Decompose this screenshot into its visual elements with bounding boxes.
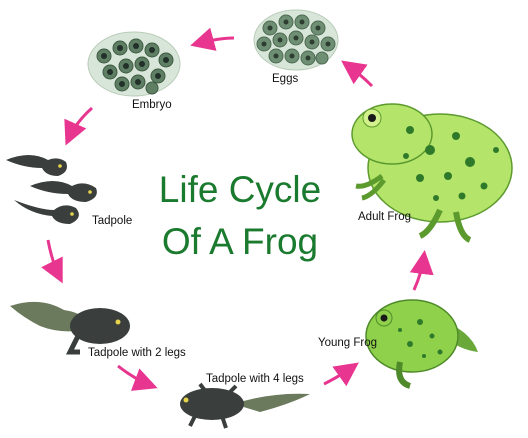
arrow-tadpole-to-tadpole-2-legs — [41, 239, 63, 284]
label-embryo: Embryo — [132, 99, 172, 111]
cycle-arrows — [41, 27, 434, 391]
diagram-title-line-1: Life Cycle — [158, 169, 322, 210]
arrow-embryo-to-tadpole — [64, 106, 93, 146]
eggs-illustration — [253, 9, 339, 71]
label-adult-frog: Adult Frog — [358, 211, 412, 223]
embryo-illustration — [87, 31, 181, 97]
tadpole-2-legs-illustration — [10, 301, 130, 355]
label-eggs: Eggs — [272, 73, 299, 85]
tadpole-4-legs-illustration — [180, 382, 310, 429]
young-frog-illustration — [365, 299, 478, 389]
label-tadpole: Tadpole — [92, 215, 133, 227]
arrow-eggs-to-embryo — [190, 27, 235, 51]
arrow-young-frog-to-adult-frog — [409, 250, 434, 291]
arrow-tadpole-4-legs-to-young-frog — [323, 362, 359, 387]
label-tadpole-4-legs: Tadpole with 4 legs — [206, 373, 304, 385]
label-tadpole-2-legs: Tadpole with 2 legs — [88, 347, 186, 359]
adult-frog-illustration — [351, 103, 513, 243]
label-young-frog: Young Frog — [318, 337, 378, 349]
tadpole-illustration — [6, 155, 97, 224]
arrow-tadpole-2-legs-to-tadpole-4-legs — [117, 364, 158, 391]
diagram-title-line-2: Of A Frog — [161, 221, 319, 262]
arrow-adult-frog-to-eggs — [341, 60, 374, 88]
